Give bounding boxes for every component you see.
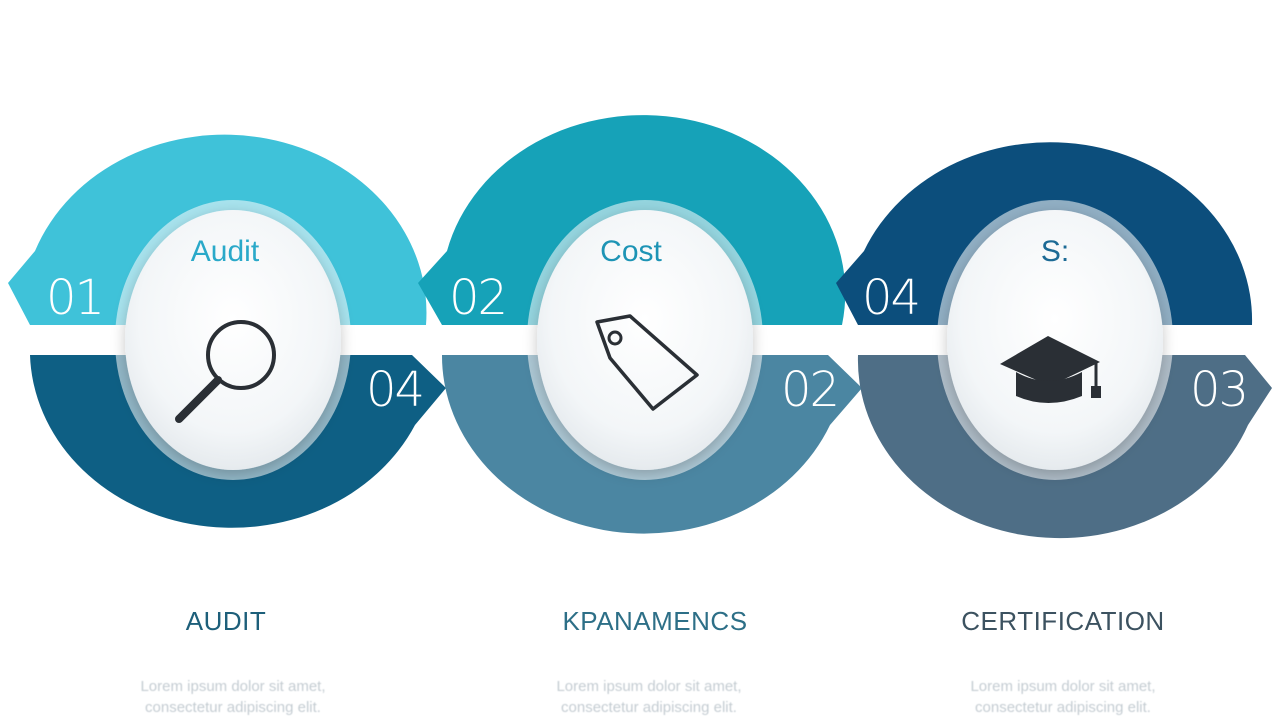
graduation-cap-icon bbox=[1000, 336, 1101, 403]
step-2-top-number: 02 bbox=[449, 270, 506, 326]
step-2-card-title: Cost bbox=[600, 235, 662, 268]
step-1: 01 04 Audit bbox=[8, 134, 446, 528]
step-3-card-title: S: bbox=[1041, 235, 1069, 268]
step-1-card bbox=[125, 210, 341, 470]
step-1-top-number: 01 bbox=[46, 270, 103, 326]
magnifier-icon bbox=[175, 320, 276, 423]
step-3-caption: CERTIFICATION bbox=[961, 606, 1165, 636]
step-2-caption: KPANAMENCS bbox=[562, 606, 748, 636]
step-2-bottom-number: 02 bbox=[781, 362, 838, 418]
step-2-card bbox=[537, 210, 753, 470]
step-2-description: Lorem ipsum dolor sit amet, consectetur … bbox=[556, 678, 742, 716]
step-1-description: Lorem ipsum dolor sit amet, consectetur … bbox=[140, 678, 326, 716]
step-1-caption: AUDIT bbox=[185, 606, 267, 636]
step-1-card-title: Audit bbox=[191, 235, 260, 268]
step-3: 04 03 S: bbox=[836, 142, 1272, 539]
price-tag-icon bbox=[595, 314, 699, 411]
step-3-description: Lorem ipsum dolor sit amet, consectetur … bbox=[970, 678, 1156, 716]
step-2: 02 02 Cost bbox=[418, 115, 862, 534]
step-1-bottom-number: 04 bbox=[366, 362, 423, 418]
step-3-top-number: 04 bbox=[862, 270, 919, 326]
step-3-bottom-number: 03 bbox=[1190, 362, 1247, 418]
